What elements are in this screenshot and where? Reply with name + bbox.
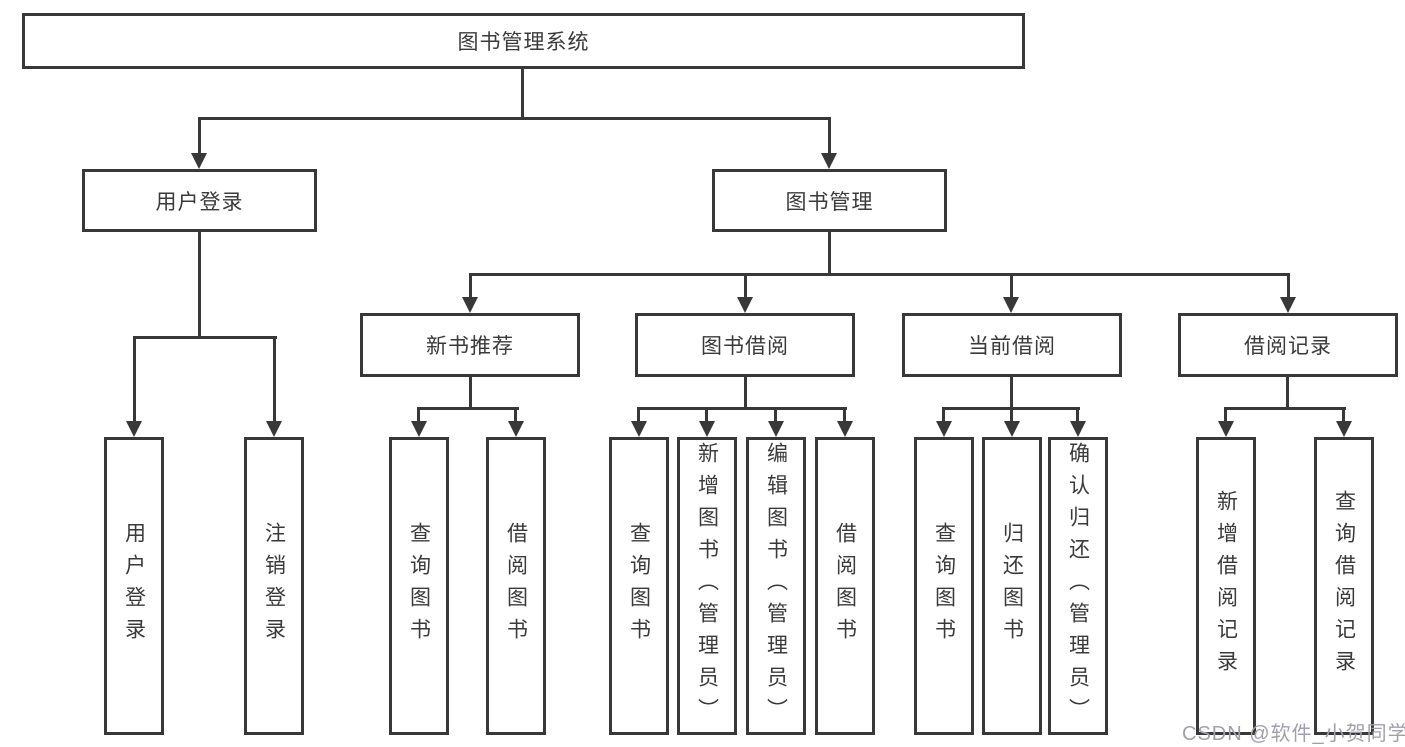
arrow-down-icon bbox=[821, 153, 837, 169]
leaf-bb-borrow-books: 借阅图书 bbox=[815, 437, 875, 735]
arrow-down-icon bbox=[1003, 297, 1019, 313]
arrow-down-icon bbox=[126, 421, 142, 437]
arrow-down-icon bbox=[508, 421, 524, 437]
connector-new-book-split bbox=[417, 407, 519, 410]
arrow-down-icon bbox=[1336, 421, 1352, 437]
node-label: 查询借阅记录 bbox=[1332, 490, 1356, 682]
connector-drop bbox=[417, 407, 420, 423]
connector-borrowing-stem bbox=[744, 376, 747, 409]
connector-drop bbox=[1010, 407, 1013, 423]
node-label: 当前借阅 bbox=[968, 335, 1056, 358]
node-label: 编辑图书（管理员） bbox=[764, 442, 788, 730]
connector-borrowing-split bbox=[637, 407, 847, 410]
connector-drop bbox=[637, 407, 640, 423]
arrow-down-icon bbox=[266, 421, 282, 437]
leaf-bb-edit-books-admin: 编辑图书（管理员） bbox=[746, 437, 806, 735]
connector-drop-user-login bbox=[198, 117, 201, 155]
connector-drop bbox=[705, 407, 708, 423]
connector-root-stem bbox=[521, 69, 524, 119]
connector-drop-records bbox=[1287, 273, 1290, 299]
node-borrow-records: 借阅记录 bbox=[1178, 313, 1398, 377]
node-user-login: 用户登录 bbox=[82, 169, 317, 232]
arrow-down-icon bbox=[1070, 421, 1086, 437]
connector-records-stem bbox=[1286, 376, 1289, 409]
node-label: 借阅图书 bbox=[833, 522, 857, 650]
node-current-borrowing: 当前借阅 bbox=[902, 313, 1122, 377]
arrow-down-icon bbox=[936, 421, 952, 437]
connector-drop bbox=[1224, 407, 1227, 423]
connector-book-management-split bbox=[469, 273, 1290, 276]
arrow-down-icon bbox=[1218, 421, 1234, 437]
node-label: 查询图书 bbox=[932, 522, 956, 650]
connector-drop bbox=[774, 407, 777, 423]
connector-drop-logout bbox=[273, 336, 276, 424]
leaf-bb-add-books-admin: 新增图书（管理员） bbox=[677, 437, 737, 735]
connector-drop bbox=[1342, 407, 1345, 423]
node-new-book-recommend: 新书推荐 bbox=[360, 313, 580, 377]
leaf-nb-query-books: 查询图书 bbox=[389, 437, 449, 735]
leaf-br-add-record: 新增借阅记录 bbox=[1196, 437, 1256, 735]
node-label: 确认归还（管理员） bbox=[1066, 442, 1090, 730]
node-label: 新书推荐 bbox=[426, 335, 514, 358]
connector-user-login-stem bbox=[198, 231, 201, 338]
connector-drop bbox=[843, 407, 846, 423]
node-label: 借阅图书 bbox=[504, 522, 528, 650]
connector-drop bbox=[942, 407, 945, 423]
arrow-down-icon bbox=[768, 421, 784, 437]
arrow-down-icon bbox=[462, 297, 478, 313]
node-label: 图书管理系统 bbox=[457, 31, 590, 54]
arrow-down-icon bbox=[631, 421, 647, 437]
node-label: 用户登录 bbox=[122, 522, 146, 650]
node-label: 新增图书（管理员） bbox=[695, 442, 719, 730]
leaf-cb-return-books: 归还图书 bbox=[982, 437, 1042, 735]
node-root-library-system: 图书管理系统 bbox=[22, 13, 1025, 69]
connector-drop-new-book bbox=[469, 273, 472, 299]
leaf-bb-query-books: 查询图书 bbox=[609, 437, 669, 735]
connector-drop bbox=[514, 407, 517, 423]
arrow-down-icon bbox=[737, 297, 753, 313]
node-label: 注销登录 bbox=[262, 522, 286, 650]
connector-new-book-stem bbox=[469, 376, 472, 409]
connector-drop-book-management bbox=[828, 117, 831, 155]
node-label: 用户登录 bbox=[155, 190, 244, 214]
node-label: 借阅记录 bbox=[1244, 335, 1332, 358]
arrow-down-icon bbox=[411, 421, 427, 437]
connector-records-split bbox=[1224, 407, 1346, 410]
node-book-management: 图书管理 bbox=[712, 169, 947, 232]
node-label: 新增借阅记录 bbox=[1214, 490, 1238, 682]
leaf-cb-query-books: 查询图书 bbox=[914, 437, 974, 735]
node-book-borrowing: 图书借阅 bbox=[635, 313, 855, 377]
arrow-down-icon bbox=[699, 421, 715, 437]
arrow-down-icon bbox=[837, 421, 853, 437]
csdn-watermark: CSDN @软件_小贺同学 bbox=[1182, 723, 1405, 745]
node-label: 查询图书 bbox=[627, 522, 651, 650]
leaf-nb-borrow-books: 借阅图书 bbox=[486, 437, 546, 735]
connector-drop-borrowing bbox=[744, 273, 747, 299]
connector-root-split bbox=[198, 117, 831, 120]
node-label: 图书管理 bbox=[785, 190, 874, 214]
arrow-down-icon bbox=[1004, 421, 1020, 437]
node-label: 图书借阅 bbox=[701, 335, 789, 358]
connector-drop-current bbox=[1010, 273, 1013, 299]
leaf-cb-confirm-return-admin: 确认归还（管理员） bbox=[1048, 437, 1108, 735]
arrow-down-icon bbox=[191, 153, 207, 169]
leaf-logout: 注销登录 bbox=[244, 437, 304, 735]
connector-drop-login bbox=[133, 336, 136, 424]
connector-book-management-stem bbox=[828, 231, 831, 275]
connector-current-stem bbox=[1010, 376, 1013, 409]
arrow-down-icon bbox=[1280, 297, 1296, 313]
connector-user-login-split bbox=[133, 336, 277, 339]
node-label: 查询图书 bbox=[407, 522, 431, 650]
leaf-user-login: 用户登录 bbox=[104, 437, 164, 735]
node-label: 归还图书 bbox=[1000, 522, 1024, 650]
leaf-br-query-record: 查询借阅记录 bbox=[1314, 437, 1374, 735]
connector-drop bbox=[1076, 407, 1079, 423]
